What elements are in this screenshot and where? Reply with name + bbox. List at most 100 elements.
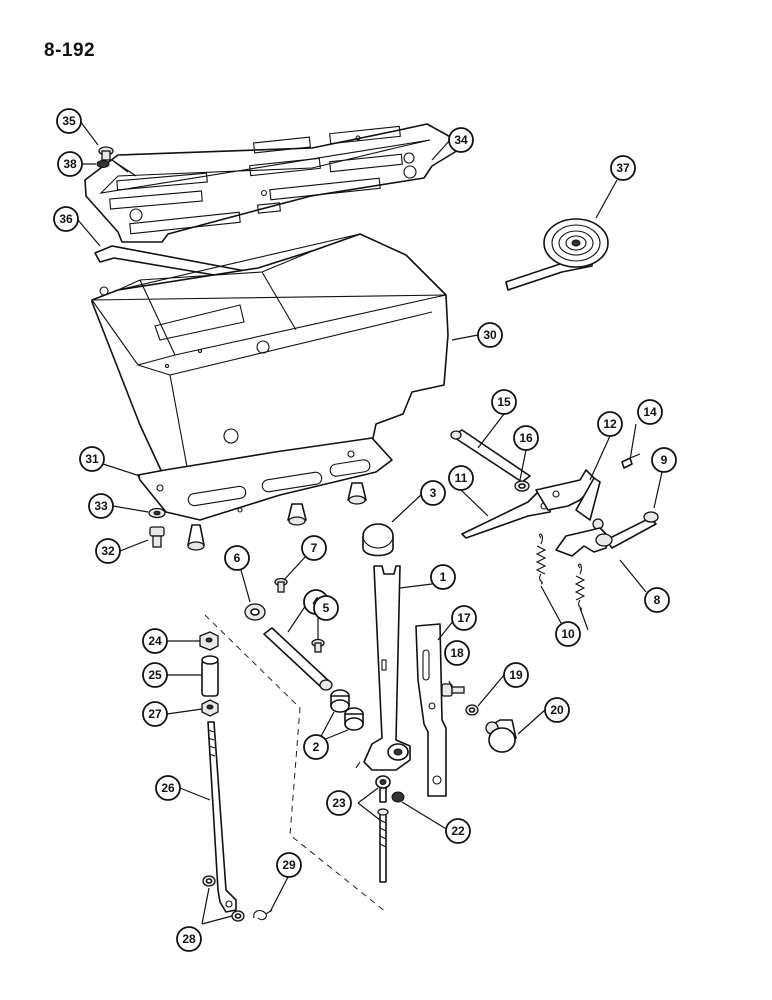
callout-1: 1 bbox=[430, 564, 456, 590]
callout-26-label: 26 bbox=[161, 781, 175, 795]
callout-15-label: 15 bbox=[497, 395, 511, 409]
callout-11-label: 11 bbox=[455, 471, 468, 485]
callout-22: 22 bbox=[445, 818, 471, 844]
base-feet bbox=[187, 482, 367, 551]
callout-7-label: 7 bbox=[311, 541, 318, 555]
callout-28: 28 bbox=[176, 926, 202, 952]
callout-32-label: 32 bbox=[101, 544, 115, 558]
callout-30: 30 bbox=[477, 322, 503, 348]
callout-24-label: 24 bbox=[148, 634, 162, 648]
callout-30-label: 30 bbox=[483, 328, 497, 342]
callout-36-label: 36 bbox=[59, 212, 73, 226]
callout-35: 35 bbox=[56, 108, 82, 134]
washer-19 bbox=[465, 704, 479, 716]
callout-29: 29 bbox=[276, 852, 302, 878]
dashed-guide bbox=[204, 614, 387, 913]
callout-5-label: 5 bbox=[323, 601, 330, 615]
rod-end-23 bbox=[375, 775, 391, 883]
callout-14-label: 14 bbox=[643, 405, 657, 419]
plate-17 bbox=[415, 623, 447, 797]
main-lever-1 bbox=[355, 565, 411, 771]
lever-assembly-12 bbox=[535, 469, 604, 530]
callout-2: 2 bbox=[303, 734, 329, 760]
callout-25: 25 bbox=[142, 662, 168, 688]
callout-15: 15 bbox=[491, 389, 517, 415]
callout-26: 26 bbox=[155, 775, 181, 801]
callout-19: 19 bbox=[503, 662, 529, 688]
callout-37-label: 37 bbox=[616, 161, 630, 175]
callout-32: 32 bbox=[95, 538, 121, 564]
callout-38-label: 38 bbox=[63, 157, 77, 171]
callout-17-label: 17 bbox=[457, 611, 471, 625]
bushing-2-upper bbox=[330, 689, 350, 713]
nut-27 bbox=[201, 699, 219, 717]
bolt-18 bbox=[441, 683, 465, 697]
callout-6: 6 bbox=[224, 545, 250, 571]
washer-38 bbox=[96, 160, 110, 168]
spring-10-left bbox=[535, 533, 547, 585]
callout-20-label: 20 bbox=[550, 703, 564, 717]
callout-35-label: 35 bbox=[62, 114, 76, 128]
callout-28-label: 28 bbox=[182, 932, 196, 946]
callout-11: 11 bbox=[448, 465, 474, 491]
callout-17: 17 bbox=[451, 605, 477, 631]
callout-23-label: 23 bbox=[332, 796, 346, 810]
callout-1-label: 1 bbox=[440, 570, 447, 584]
nut-22 bbox=[391, 791, 405, 803]
ring-16 bbox=[514, 480, 530, 492]
callout-3: 3 bbox=[420, 480, 446, 506]
screw-35 bbox=[98, 146, 114, 161]
callout-18: 18 bbox=[444, 640, 470, 666]
callout-3-label: 3 bbox=[430, 486, 437, 500]
callout-34: 34 bbox=[448, 127, 474, 153]
callout-16: 16 bbox=[513, 425, 539, 451]
callout-9: 9 bbox=[651, 447, 677, 473]
spacer-25 bbox=[201, 655, 219, 697]
base-plate bbox=[137, 437, 393, 521]
callout-37: 37 bbox=[610, 155, 636, 181]
callout-8-label: 8 bbox=[654, 593, 661, 607]
pin-14 bbox=[621, 453, 641, 469]
pin-4 bbox=[263, 627, 333, 691]
callout-14: 14 bbox=[637, 399, 663, 425]
lever-11 bbox=[461, 489, 553, 539]
callout-8: 8 bbox=[644, 587, 670, 613]
bushing-2-lower bbox=[344, 707, 364, 731]
washer-28-upper bbox=[202, 875, 216, 887]
bolt-32 bbox=[149, 526, 165, 548]
callout-10-label: 10 bbox=[561, 627, 575, 641]
callout-31: 31 bbox=[79, 446, 105, 472]
callout-27-label: 27 bbox=[148, 707, 162, 721]
callout-12: 12 bbox=[597, 411, 623, 437]
callout-22-label: 22 bbox=[451, 824, 465, 838]
collar-9 bbox=[643, 511, 659, 523]
callout-33: 33 bbox=[88, 493, 114, 519]
callout-31-label: 31 bbox=[85, 452, 99, 466]
callout-25-label: 25 bbox=[148, 668, 162, 682]
washer-28-lower bbox=[231, 910, 245, 922]
callout-38: 38 bbox=[57, 151, 83, 177]
callout-16-label: 16 bbox=[519, 431, 533, 445]
callout-24: 24 bbox=[142, 628, 168, 654]
shaft-15 bbox=[450, 429, 531, 483]
callout-29-label: 29 bbox=[282, 858, 296, 872]
nut-24 bbox=[199, 631, 219, 651]
cover-plate bbox=[84, 123, 457, 243]
callout-33-label: 33 bbox=[94, 499, 108, 513]
callout-23: 23 bbox=[326, 790, 352, 816]
coil-strip bbox=[505, 218, 609, 291]
clip-29 bbox=[253, 909, 273, 921]
knob-20 bbox=[485, 719, 517, 753]
callout-19-label: 19 bbox=[509, 668, 523, 682]
washer-6 bbox=[244, 603, 266, 621]
callout-6-label: 6 bbox=[234, 551, 241, 565]
washer-33 bbox=[148, 507, 166, 519]
callout-27: 27 bbox=[142, 701, 168, 727]
screw-5 bbox=[311, 638, 325, 653]
leader-lines bbox=[77, 120, 663, 925]
callout-9-label: 9 bbox=[661, 453, 668, 467]
callout-2-label: 2 bbox=[313, 740, 320, 754]
page-number: 8-192 bbox=[44, 40, 96, 61]
screw-7 bbox=[274, 577, 288, 593]
